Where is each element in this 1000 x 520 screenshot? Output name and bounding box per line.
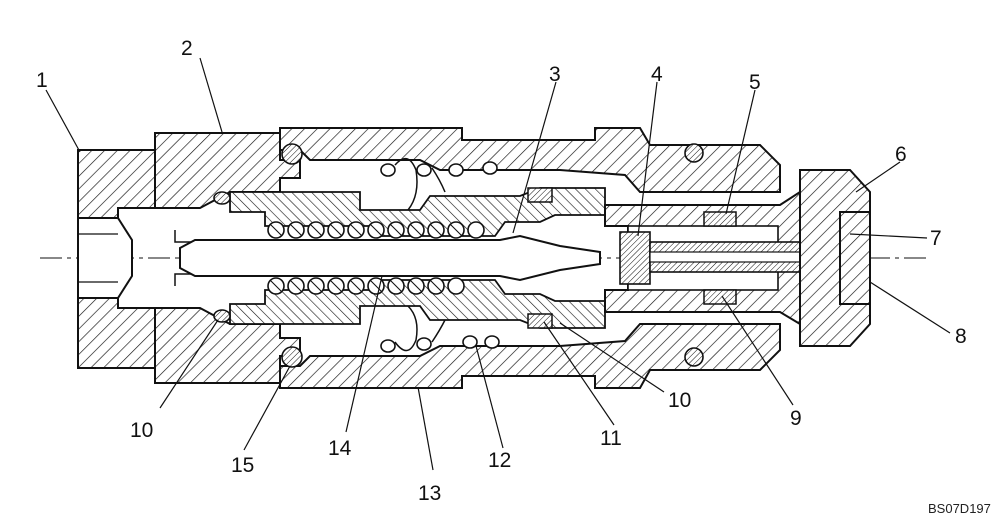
end-plug bbox=[77, 149, 156, 369]
callout-4: 4 bbox=[651, 63, 663, 86]
valve-body-left bbox=[154, 132, 340, 384]
callout-7: 7 bbox=[930, 227, 942, 250]
callout-5: 5 bbox=[749, 71, 761, 94]
callout-1: 1 bbox=[36, 69, 48, 92]
adjuster-cap bbox=[799, 169, 871, 347]
callout-13: 13 bbox=[418, 482, 442, 505]
callout-12: 12 bbox=[488, 449, 512, 472]
callout-10-left: 10 bbox=[130, 419, 154, 442]
outer-spring bbox=[380, 161, 500, 353]
callout-6: 6 bbox=[895, 143, 907, 166]
callout-15: 15 bbox=[231, 454, 255, 477]
callout-10-right: 10 bbox=[668, 389, 692, 412]
callout-3: 3 bbox=[549, 63, 561, 86]
callout-2: 2 bbox=[181, 37, 193, 60]
drawing-reference-code: BS07D197 bbox=[928, 501, 991, 516]
leader-lines bbox=[45, 57, 951, 471]
callout-14: 14 bbox=[328, 437, 352, 460]
poppet-stem bbox=[179, 234, 601, 282]
callout-11: 11 bbox=[600, 427, 622, 450]
pilot-seals bbox=[703, 211, 737, 305]
callout-9: 9 bbox=[790, 407, 802, 430]
spring-section-lines bbox=[269, 223, 463, 293]
spring-wire-curves bbox=[394, 157, 446, 352]
outer-sleeve bbox=[279, 127, 781, 389]
callout-8: 8 bbox=[955, 325, 967, 348]
o-rings bbox=[213, 143, 704, 368]
